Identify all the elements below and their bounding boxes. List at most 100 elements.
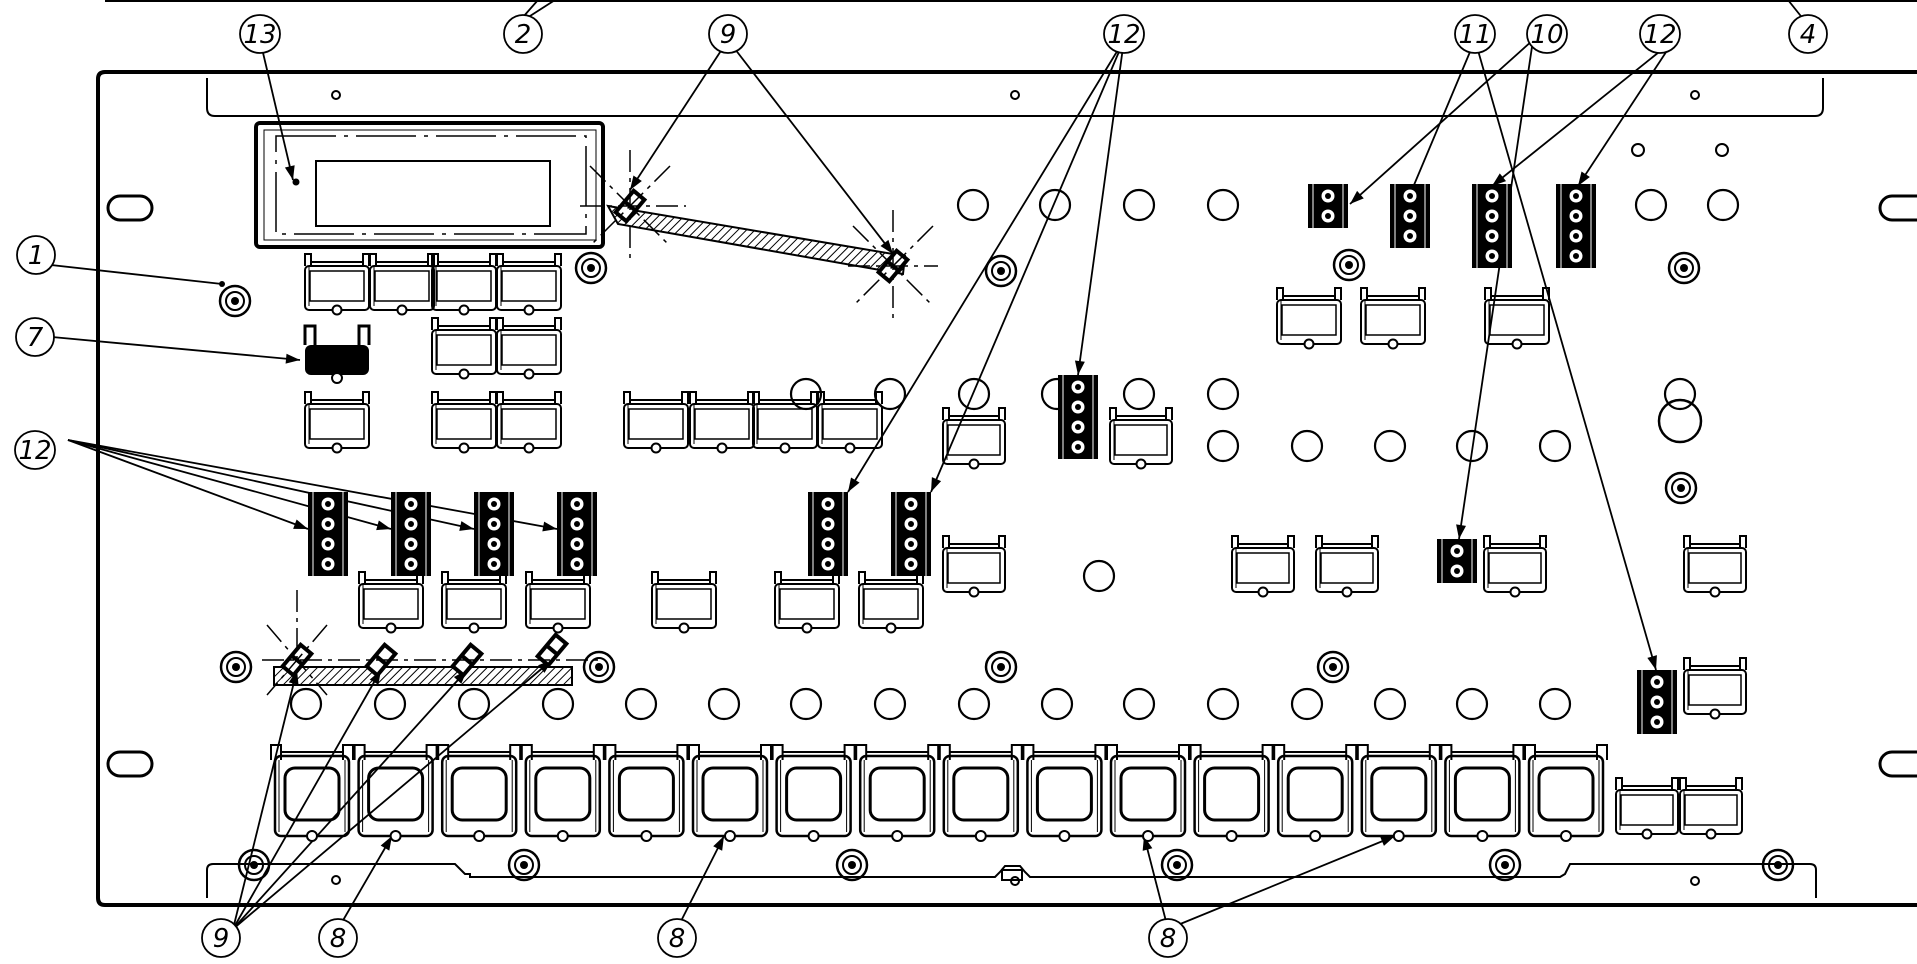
- large-connector-8: [938, 744, 1023, 842]
- leader-line: [232, 669, 298, 930]
- callout-label: 8: [669, 924, 686, 954]
- callout-c8b: 8: [657, 918, 697, 958]
- connector-socket: [358, 571, 424, 634]
- connector-socket: [1683, 535, 1747, 598]
- connector-socket: [623, 391, 689, 454]
- leader-line: [337, 835, 393, 930]
- connector-socket: [1483, 535, 1547, 598]
- connector-socket: [441, 571, 507, 634]
- panel-hole: [1455, 429, 1489, 463]
- panel-hole: [1206, 429, 1240, 463]
- leader-line: [676, 835, 725, 930]
- connector-socket: [858, 571, 924, 634]
- terminal-block: [391, 492, 431, 576]
- connector-socket: [817, 391, 883, 454]
- panel-hole: [1538, 687, 1572, 721]
- connector-socket: [304, 253, 370, 316]
- terminal-block: [1556, 184, 1596, 268]
- terminal-block: [557, 492, 597, 576]
- leader-arrowhead: [1647, 655, 1657, 670]
- connector-socket: [304, 391, 370, 454]
- panel-hole: [1706, 188, 1740, 222]
- leader-arrowhead: [459, 521, 474, 531]
- leader-line: [1405, 39, 1476, 205]
- leader-arrowhead: [380, 836, 392, 851]
- leader-lines: [23, 0, 1809, 930]
- panel-hole: [1122, 188, 1156, 222]
- leader-arrowhead: [542, 521, 557, 532]
- connector-socket: [431, 253, 497, 316]
- large-connector-8: [604, 744, 689, 842]
- leader-arrowhead: [931, 477, 942, 492]
- large-connector-8: [1524, 744, 1608, 842]
- leader-arrowhead: [376, 520, 391, 531]
- large-connector-8: [771, 744, 856, 842]
- panel-hole: [1663, 377, 1697, 411]
- connector-socket: [496, 253, 562, 316]
- standoff-screw: [237, 848, 271, 882]
- connector-socket: [651, 571, 717, 634]
- callout-label: 12: [1107, 20, 1140, 50]
- leader-line: [1491, 39, 1675, 187]
- leader-line: [51, 336, 301, 361]
- large-connector-8: [353, 744, 438, 842]
- callout-label: 4: [1800, 20, 1817, 50]
- connector-socket: [689, 391, 755, 454]
- large-connector-8: [1022, 744, 1107, 842]
- large-panel-hole: [1657, 398, 1703, 444]
- leader-line: [259, 39, 294, 181]
- leader-arrowhead: [293, 519, 308, 529]
- connector-7-filled: [303, 324, 371, 384]
- leader-arrowhead: [1492, 173, 1507, 186]
- connector-socket: [1679, 777, 1743, 840]
- leader-arrowhead: [880, 239, 893, 254]
- standoff-screw: [218, 284, 252, 318]
- connector-socket: [1683, 657, 1747, 720]
- leader-arrowhead: [1578, 171, 1590, 186]
- large-connector-8: [1440, 744, 1525, 842]
- centerline: [852, 225, 934, 307]
- leader-arrowhead: [1456, 524, 1466, 539]
- leader-line: [1458, 39, 1534, 540]
- standoff-screw: [984, 650, 1018, 684]
- panel-hole: [1373, 687, 1407, 721]
- callout-c7: 7: [15, 317, 55, 357]
- callout-label: 12: [18, 436, 51, 466]
- panel-hole: [1206, 188, 1240, 222]
- connector-socket: [496, 317, 562, 380]
- panel-hole: [1634, 188, 1668, 222]
- panel-hole: [541, 687, 575, 721]
- panel-hole: [373, 687, 407, 721]
- callout-c12a: 12: [1103, 14, 1145, 54]
- large-connector-8: [1356, 744, 1441, 842]
- panel-hole: [289, 687, 323, 721]
- standoff-screw: [219, 650, 253, 684]
- callout-c12b: 12: [1639, 14, 1681, 54]
- large-connector-8: [520, 744, 605, 842]
- callout-label: 2: [515, 20, 532, 50]
- hatched-bars: [273, 204, 907, 686]
- leader-arrowhead: [285, 353, 300, 364]
- callout-label: 13: [243, 20, 276, 50]
- connector-socket: [1109, 407, 1173, 470]
- leader-line: [629, 39, 729, 191]
- panel-hole: [1040, 687, 1074, 721]
- large-connector-8: [1106, 744, 1190, 842]
- panel-hole: [1122, 687, 1156, 721]
- connector-socket: [525, 571, 591, 634]
- standoff-screw: [835, 848, 869, 882]
- panel-hole: [1122, 377, 1156, 411]
- connector-socket: [1360, 287, 1426, 350]
- connector-socket: [942, 407, 1006, 470]
- panel-hole: [1038, 188, 1072, 222]
- terminal-block: [474, 492, 514, 576]
- panel-hole: [957, 687, 991, 721]
- large-connector-8: [437, 744, 522, 842]
- connector-socket: [1315, 535, 1379, 598]
- connector-socket: [1231, 535, 1295, 598]
- panel-hole: [1206, 377, 1240, 411]
- standoff-screw: [1761, 848, 1795, 882]
- panel-hole: [707, 687, 741, 721]
- terminal-block: [808, 492, 848, 576]
